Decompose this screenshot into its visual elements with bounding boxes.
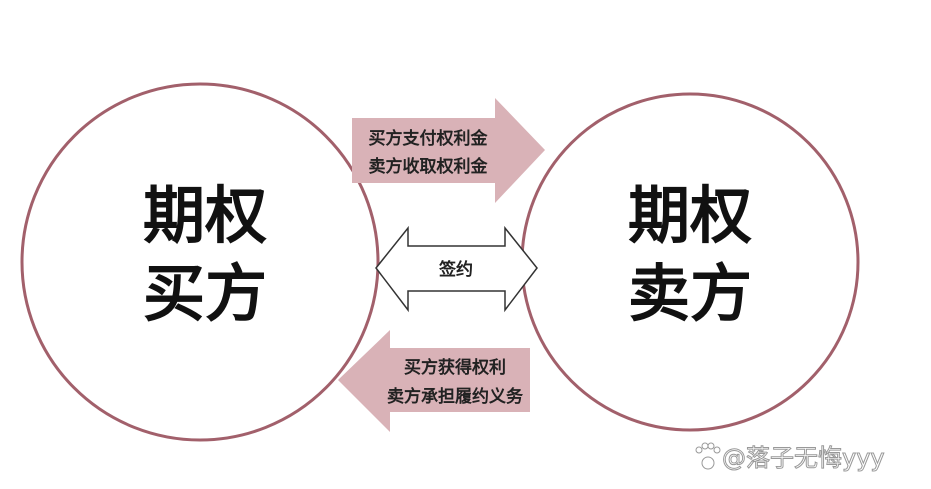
left-arrow (338, 330, 530, 432)
buyer-line2: 买方 (143, 257, 267, 330)
top-arrow-line1: 买方支付权利金 (369, 128, 489, 149)
double-arrow (375, 225, 538, 313)
seller-line1: 期权 (628, 179, 752, 252)
buyer-circle (20, 82, 380, 442)
buyer-line1: 期权 (143, 179, 267, 252)
right-arrow (352, 98, 545, 203)
watermark: @落子无悔yyy (722, 444, 885, 472)
bottom-arrow-line1: 买方获得权利 (404, 357, 506, 378)
bottom-arrow-line2: 卖方承担履约义务 (387, 386, 524, 407)
sign-label: 签约 (438, 259, 473, 280)
top-arrow-line2: 卖方收取权利金 (369, 156, 489, 177)
seller-line2: 卖方 (628, 257, 752, 330)
baidu-paw-icon (695, 442, 721, 470)
